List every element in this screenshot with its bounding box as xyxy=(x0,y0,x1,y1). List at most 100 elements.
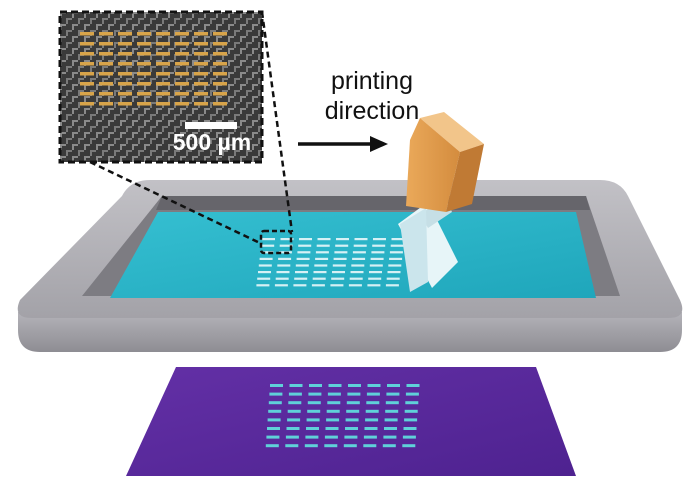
electrode-line xyxy=(156,102,170,106)
electrode-line xyxy=(350,271,364,274)
electrode-line xyxy=(275,277,289,280)
electrode-line xyxy=(277,264,291,267)
electrode-line xyxy=(326,409,340,413)
electrode-line xyxy=(386,392,400,396)
electrode-line xyxy=(118,102,132,106)
substrate xyxy=(126,367,576,476)
electrode-line xyxy=(194,32,208,36)
electrode-line xyxy=(324,435,338,439)
electrode-line xyxy=(137,52,151,56)
electrode-line xyxy=(311,284,325,287)
electrode-line xyxy=(295,271,308,274)
electrode-line xyxy=(274,284,288,287)
electrode-line xyxy=(175,92,189,96)
electrode-line xyxy=(80,42,94,46)
electrode-line xyxy=(194,102,208,106)
electrode-line xyxy=(315,251,329,254)
squeegee-holder-front xyxy=(406,118,460,212)
electrode-line xyxy=(314,264,328,267)
electrode-line xyxy=(327,392,341,396)
electrode-line xyxy=(137,102,151,106)
electrode-line xyxy=(404,418,418,422)
electrode-line xyxy=(325,427,339,430)
electrode-line xyxy=(405,392,419,396)
electrode-line xyxy=(99,42,113,46)
electrode-line xyxy=(118,52,132,56)
electrode-line xyxy=(137,82,151,86)
tray-inner-shade xyxy=(156,196,590,210)
electrode-line xyxy=(405,401,419,405)
electrode-line xyxy=(371,251,385,254)
electrode-line xyxy=(402,435,416,439)
electrode-line xyxy=(299,238,312,241)
electrode-line xyxy=(175,42,189,46)
electrode-line xyxy=(258,264,272,267)
electrode-line xyxy=(365,418,379,422)
electrode-line xyxy=(137,42,151,46)
electrode-line xyxy=(336,238,349,241)
electrode-line xyxy=(118,62,132,66)
electrode-line xyxy=(352,251,366,254)
electrode-line xyxy=(194,42,208,46)
electrode-line xyxy=(285,435,299,439)
electrode-line xyxy=(313,271,327,274)
electrode-line xyxy=(213,62,227,66)
electrode-line xyxy=(99,72,113,76)
electrode-line xyxy=(137,62,151,66)
electrode-line xyxy=(99,82,113,86)
electrode-line xyxy=(137,32,151,36)
electrode-line xyxy=(260,251,274,254)
electrode-line xyxy=(369,271,382,274)
scale-bar-label: 500 µm xyxy=(172,129,252,155)
electrode-line xyxy=(333,257,347,260)
zoom-callout xyxy=(89,11,294,255)
electrode-line xyxy=(194,62,208,66)
electrode-line xyxy=(156,62,170,66)
electrode-line xyxy=(80,62,94,66)
squeegee-blade-front xyxy=(400,208,428,292)
electrode-line xyxy=(175,32,189,36)
electrode-line xyxy=(276,271,290,274)
electrode-line xyxy=(367,384,381,387)
electrode-line xyxy=(370,257,384,260)
electrode-line xyxy=(366,392,380,396)
electrode-line xyxy=(347,392,361,396)
electrode-line xyxy=(346,401,360,405)
electrode-line xyxy=(372,244,386,247)
electrode-line xyxy=(348,284,362,287)
electrode-line xyxy=(280,238,294,241)
electrode-line xyxy=(330,284,344,287)
electrode-line xyxy=(194,82,208,86)
electrode-line xyxy=(118,72,132,76)
electrode-line xyxy=(268,401,282,405)
electrode-line xyxy=(289,384,303,387)
electrode-line xyxy=(349,277,363,280)
electrode-line xyxy=(309,384,322,387)
electrode-line xyxy=(308,392,322,396)
electrode-line xyxy=(293,284,307,287)
electrode-line xyxy=(305,435,319,439)
electrode-line xyxy=(384,418,398,422)
electrode-line xyxy=(317,238,331,241)
electrode-line xyxy=(387,384,400,387)
electrode-line xyxy=(213,52,227,56)
electrode-line xyxy=(99,62,113,66)
electrode-line xyxy=(279,244,293,247)
electrode-line xyxy=(213,102,227,106)
electrode-line xyxy=(316,244,330,247)
electrode-line xyxy=(266,435,280,439)
electrode-line xyxy=(267,418,281,422)
electrode-line xyxy=(137,72,151,76)
electrode-line xyxy=(387,271,401,274)
electrode-line xyxy=(389,251,403,254)
electrode-line xyxy=(345,418,359,422)
electrode-line xyxy=(363,444,377,448)
electrode-line xyxy=(306,418,320,422)
electrode-line xyxy=(99,92,113,96)
electrode-line xyxy=(306,427,319,430)
electrode-line xyxy=(118,32,132,36)
electrode-line xyxy=(80,82,94,86)
electrode-line xyxy=(262,238,275,241)
